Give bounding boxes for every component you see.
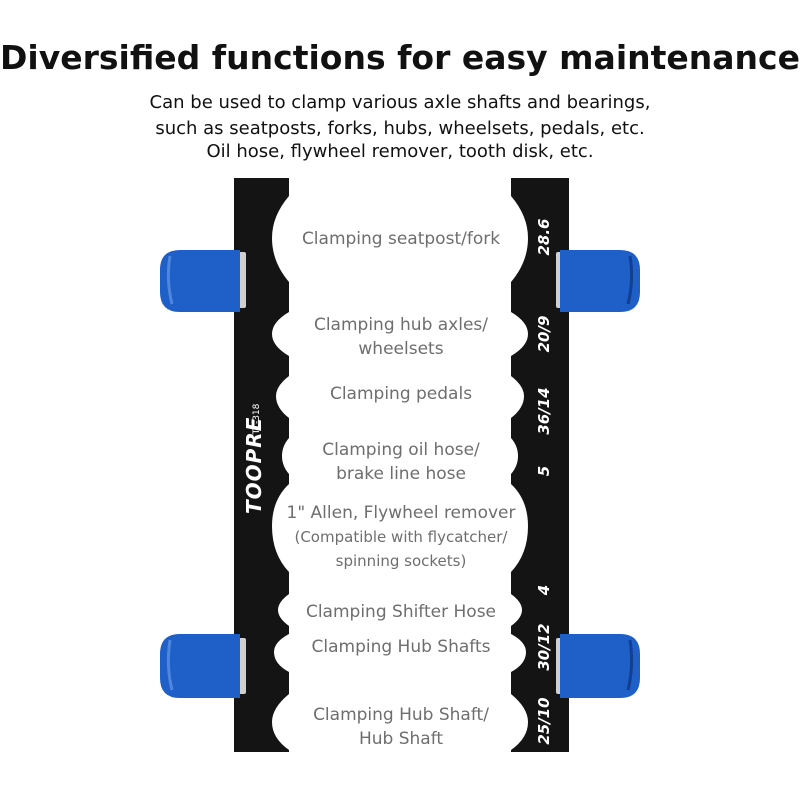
function-label-flywheel-remover: 1" Allen, Flywheel remover (Compatible w… xyxy=(286,503,516,570)
function-label-pedals: Clamping pedals xyxy=(329,384,473,404)
cap-top-left xyxy=(160,250,246,312)
size-mark-4: 4 xyxy=(535,584,553,596)
subtitle-line-3: Oil hose, flywheel remover, tooth disk, … xyxy=(206,141,594,162)
subtitle-line-2: such as seatposts, forks, hubs, wheelset… xyxy=(155,118,645,139)
headline: Diversified functions for easy maintenan… xyxy=(0,38,800,77)
size-mark-28-6: 28.6 xyxy=(535,218,553,256)
subtitle-line-1: Can be used to clamp various axle shafts… xyxy=(149,92,651,113)
brand-logo: TOOPRE xyxy=(242,416,266,514)
cap-bottom-right xyxy=(556,634,640,698)
function-label-seatpost: Clamping seatpost/fork xyxy=(301,229,501,249)
model-number: TL-318 xyxy=(252,403,262,435)
size-mark-5: 5 xyxy=(535,465,553,477)
size-mark-36-14: 36/14 xyxy=(535,387,553,435)
function-label-shifter-hose: Clamping Shifter Hose xyxy=(305,602,497,622)
left-jaw-bar xyxy=(234,178,289,752)
cap-top-right xyxy=(556,250,640,312)
size-mark-25-10: 25/10 xyxy=(535,697,553,745)
size-mark-30-12: 30/12 xyxy=(535,623,553,671)
cap-bottom-left xyxy=(160,634,246,698)
size-mark-20-9: 20/9 xyxy=(535,315,553,353)
right-jaw-bar xyxy=(511,178,569,752)
function-label-hub-shaft: Clamping Hub Shaft/ Hub Shaft xyxy=(313,705,489,749)
function-label-hub-shafts: Clamping Hub Shafts xyxy=(311,637,491,657)
function-label-oil-hose: Clamping oil hose/ brake line hose xyxy=(322,440,480,484)
function-label-hub-axles: Clamping hub axles/ wheelsets xyxy=(313,315,489,359)
